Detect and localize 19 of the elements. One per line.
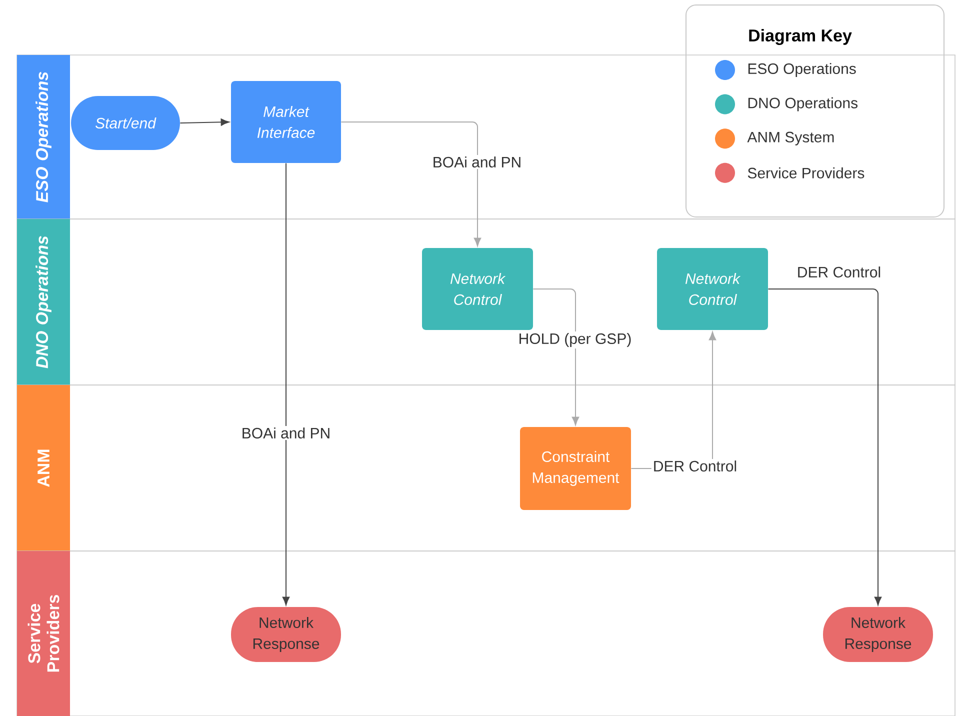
- edge-label: DER Control: [651, 459, 739, 473]
- arrow: [768, 288, 882, 606]
- legend-title: Diagram Key: [749, 29, 852, 45]
- arrow: [340, 122, 482, 246]
- edge-label: DER Control: [795, 265, 883, 279]
- process-box: Network Control: [422, 248, 533, 330]
- legend-text: ESO Operations: [748, 63, 856, 77]
- legend-text: DNO Operations: [748, 97, 858, 112]
- edge-label: BOAi and PN: [240, 426, 332, 440]
- legend-text: ANM System: [747, 132, 834, 146]
- process-box: Network Control: [657, 248, 768, 330]
- edge-label: BOAi and PN: [430, 155, 524, 169]
- process-box: Market Interface: [231, 81, 341, 163]
- process-box: Constraint Management: [520, 427, 631, 510]
- arrow: [282, 162, 290, 606]
- arrow: [532, 288, 580, 426]
- edge-label: HOLD (per GSP): [516, 332, 634, 348]
- legend-text: Service Providers: [748, 167, 864, 178]
- arrow: [180, 118, 230, 126]
